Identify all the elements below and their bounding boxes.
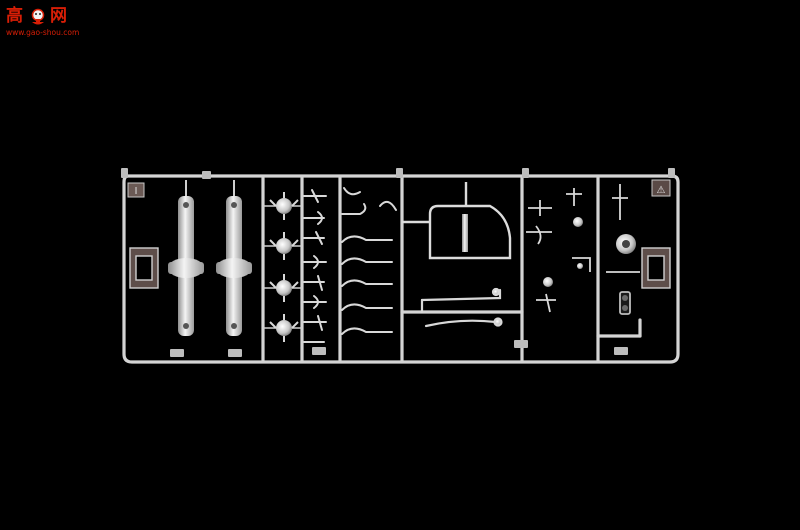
- sprue-frame: [122, 174, 680, 364]
- small-fittings: [526, 184, 640, 315]
- watermark-char-left: 高: [6, 6, 23, 26]
- sprue-label-tabs: I ⚠: [127, 179, 671, 289]
- lever-parts: [303, 189, 327, 343]
- watermark-char-right: 网: [50, 6, 67, 26]
- axle-part-left: [168, 180, 204, 336]
- frame-part: [402, 182, 512, 260]
- sprue-tab-mark: I: [135, 186, 138, 197]
- handle-parts: [341, 187, 397, 335]
- warning-icon: ⚠: [657, 185, 666, 196]
- watermark-logo: 高 网 www.gao-shou.com: [6, 6, 79, 40]
- knob-parts: [263, 192, 302, 342]
- mascot-icon: [31, 8, 45, 25]
- watermark-url: www.gao-shou.com: [6, 28, 80, 37]
- bar-parts: [420, 287, 503, 328]
- axle-part-right: [216, 180, 252, 336]
- gate-tabs: [121, 168, 675, 357]
